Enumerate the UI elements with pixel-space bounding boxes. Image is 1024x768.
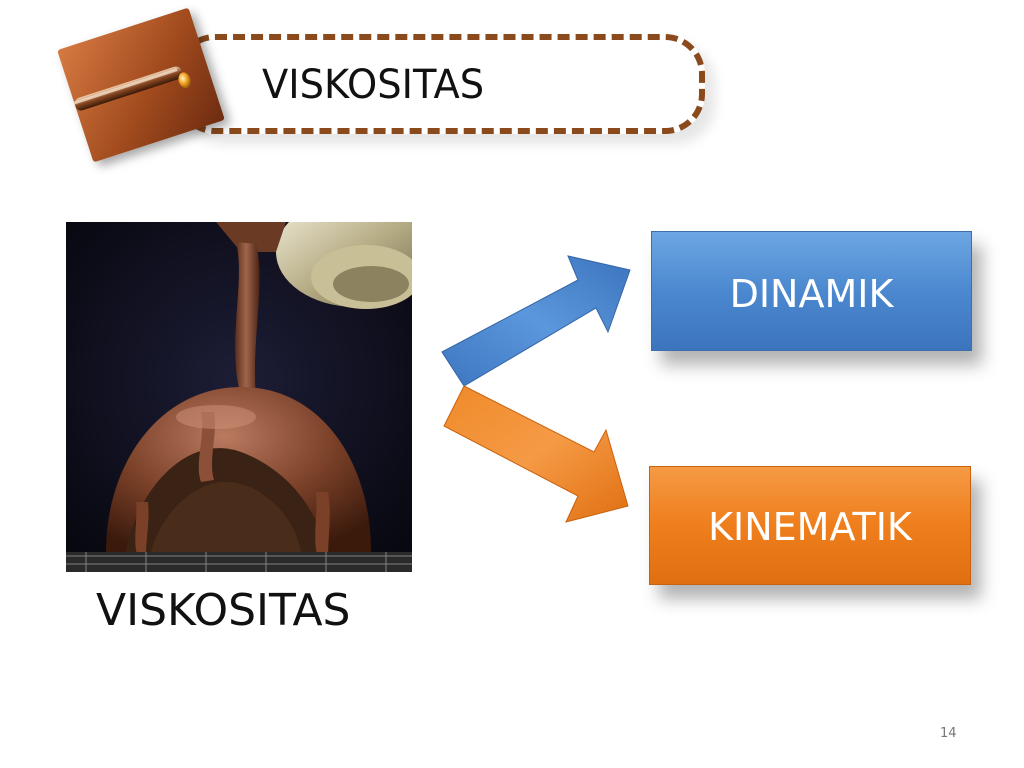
slide-title: VISKOSITAS [262,62,485,108]
pipette-drop-image [57,7,225,163]
kinematik-box: KINEMATIK [649,466,971,585]
arrow-up-right-icon [441,255,631,387]
branch-arrows [441,255,631,523]
slide-number: 14 [940,726,957,741]
image-caption: VISKOSITAS [96,585,351,636]
kinematik-label: KINEMATIK [708,505,912,549]
arrow-down-right-icon [443,385,629,523]
dinamik-label: DINAMIK [729,272,894,316]
title-banner [175,34,705,134]
chocolate-cake-photo [66,222,412,572]
dinamik-box: DINAMIK [651,231,972,351]
